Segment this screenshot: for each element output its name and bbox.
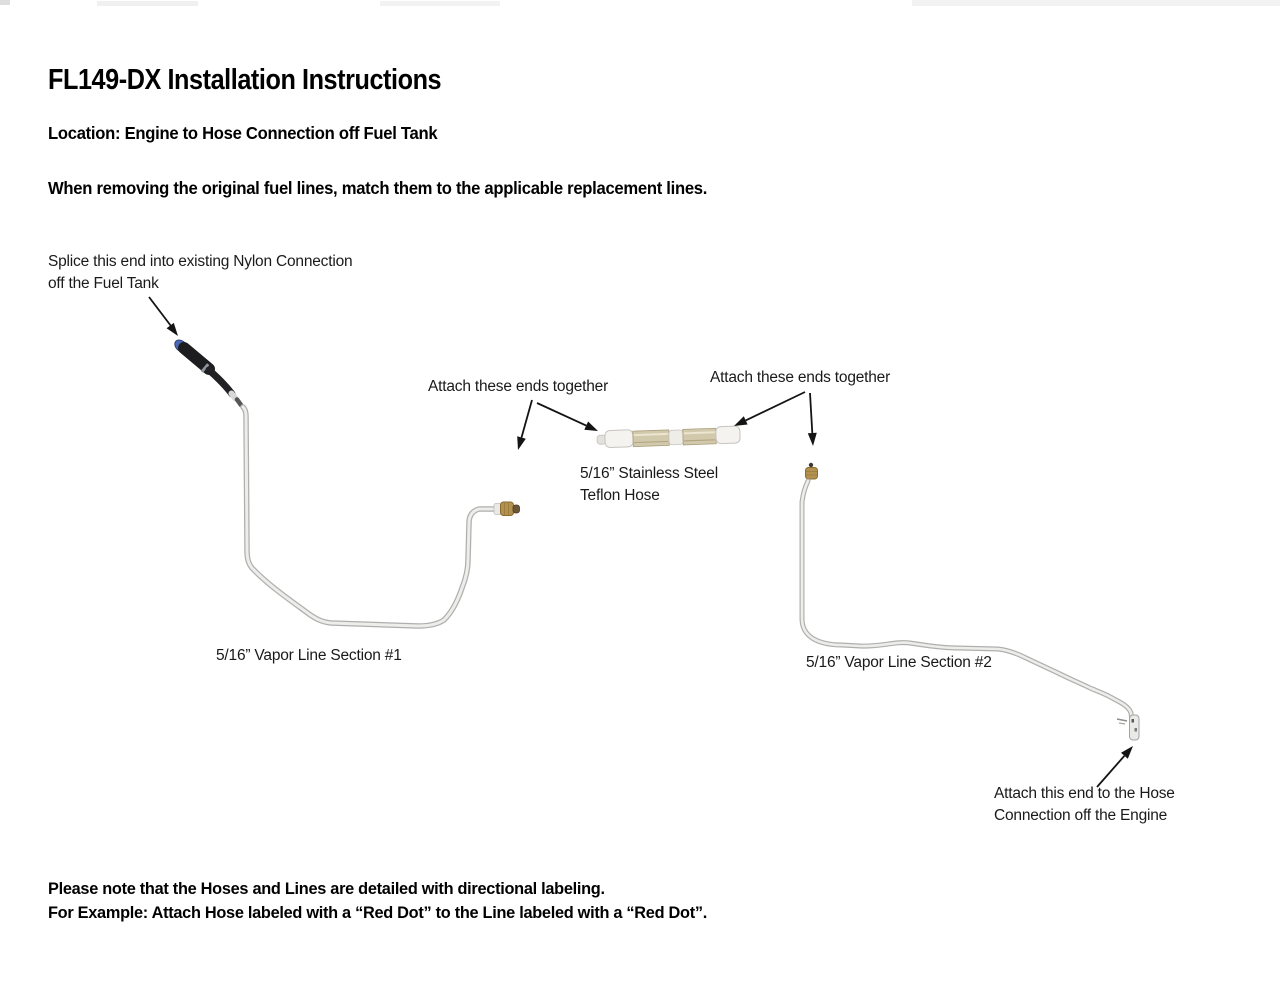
page-title: FL149-DX Installation Instructions	[48, 64, 442, 96]
nylon-connector	[174, 339, 244, 408]
vapor-line-section-2	[799, 478, 1135, 723]
note-line1: Please note that the Hoses and Lines are…	[48, 879, 605, 898]
top-edge-artifact	[380, 1, 500, 6]
line1-brass-fitting	[493, 501, 520, 516]
stainless-hose-label: 5/16” Stainless Steel Teflon Hose	[580, 463, 718, 507]
splice-arrow	[148, 296, 178, 336]
directional-labeling-note: Please note that the Hoses and Lines are…	[48, 877, 707, 924]
location-line: Location: Engine to Hose Connection off …	[48, 123, 438, 143]
line2-engine-end-fitting	[1116, 714, 1140, 741]
splice-label-line2: off the Fuel Tank	[48, 275, 159, 292]
vapor-line1-label: 5/16” Vapor Line Section #1	[216, 647, 402, 664]
attach-right-arrow-to-line2	[807, 392, 817, 446]
line2-brass-fitting	[805, 462, 818, 480]
attach-ends-label-right: Attach these ends together	[710, 369, 891, 386]
top-edge-artifact	[0, 0, 10, 5]
engine-end-label-line2: Connection off the Engine	[994, 807, 1168, 824]
engine-arrow	[1096, 746, 1133, 788]
vapor-line2-label: 5/16” Vapor Line Section #2	[806, 654, 992, 671]
note-line2: For Example: Attach Hose labeled with a …	[48, 902, 707, 922]
stainless-hose-label-line1: 5/16” Stainless Steel	[580, 465, 718, 482]
attach-right-arrow-to-hose	[734, 391, 806, 426]
engine-end-label: Attach this end to the Hose Connection o…	[994, 783, 1175, 827]
vapor-line-section-1	[240, 404, 498, 629]
stainless-steel-hose	[596, 425, 741, 448]
attach-left-arrow-to-line1	[517, 399, 533, 450]
attach-left-arrow-to-hose	[536, 402, 598, 431]
top-edge-artifact	[97, 1, 198, 6]
top-edge-artifact	[912, 0, 1280, 6]
engine-end-label-line1: Attach this end to the Hose	[994, 785, 1175, 802]
instruction-line: When removing the original fuel lines, m…	[48, 178, 708, 198]
splice-label-line1: Splice this end into existing Nylon Conn…	[48, 253, 353, 270]
attach-ends-label-left: Attach these ends together	[428, 378, 609, 395]
splice-label: Splice this end into existing Nylon Conn…	[48, 251, 353, 295]
stainless-hose-label-line2: Teflon Hose	[580, 487, 660, 504]
